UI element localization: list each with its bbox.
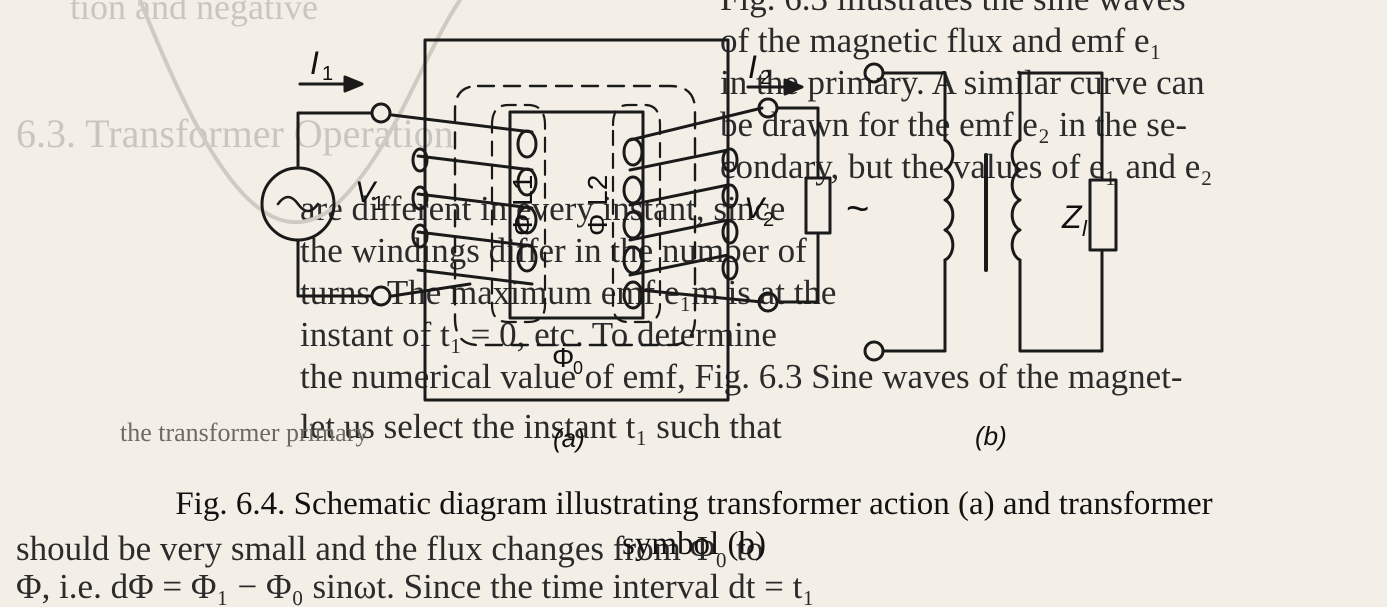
body-line: are different in every instant, since [300,189,786,228]
current-arrows [298,75,804,96]
primary-circuit [260,102,392,307]
phi-l2-label: Φ L2 [582,175,613,236]
diagram-labels: I 1 I 2 V 1 V 2 Φ L1 Φ L2 Φ 0 ~ Z l (a) … [310,45,1088,453]
v2-sub: 2 [763,209,774,231]
phi0-sub: 0 [573,358,583,378]
i1-sub: 1 [322,63,333,85]
secondary-circuit [757,97,832,313]
secondary-leakage-path [611,103,662,324]
figure-caption-line2: symbol (b) [622,526,766,562]
part-b-label: (b) [975,421,1007,451]
v1-label: V [355,176,378,209]
ac-source [260,166,336,242]
zl-label: Z [1061,199,1083,235]
i1-label: I [310,45,319,81]
transformer-core [423,38,730,402]
body-line: in the primary. A similar curve can [720,63,1205,102]
body-line: let us select the instant t₁ such that [300,407,782,446]
phi0-label: Φ [552,342,574,373]
v1-sub: 1 [373,193,384,215]
symbol-load [1088,178,1118,252]
body-line: of the magnetic flux and emf e₁ [720,21,1162,60]
body-line: condary, but the values of e₁ and e₂ [720,147,1213,186]
zl-sub: l [1082,216,1088,241]
bleed-sine-curve [138,0,462,225]
terminal-b-top [863,62,885,84]
load-resistor [804,176,832,235]
i2-label: I [748,49,757,85]
secondary-winding [622,106,764,310]
body-line: the numerical value of emf, Fig. 6.3 Sin… [300,357,1183,396]
i2-sub: 2 [760,67,771,89]
terminal-primary-top [370,102,392,124]
terminal-primary-bottom [370,285,392,307]
source-tilde-b: ~ [846,187,869,231]
figure-caption-line1: Fig. 6.4. Schematic diagram illustrating… [175,486,1213,522]
phi-l1-label: Φ L1 [507,175,538,236]
bleed-top-line: tion and negative [70,0,318,27]
v2-label: V [744,192,767,225]
body-line: be drawn for the emf e₂ in the se- [720,105,1188,144]
terminal-b-bottom [863,340,885,362]
bleed-figure-label: the transformer primary [120,418,369,447]
primary-winding [390,113,538,298]
body-line: should be very small and the flux change… [16,529,764,568]
main-flux-path [453,84,697,347]
part-a-label: (a) [553,423,585,453]
body-line: instant of t₁ = 0, etc. To determine [300,315,777,354]
transformer-symbol [863,62,1118,362]
primary-leakage-path [490,103,547,324]
body-line: Fig. 6.3 illustrates the sine waves [720,0,1373,19]
